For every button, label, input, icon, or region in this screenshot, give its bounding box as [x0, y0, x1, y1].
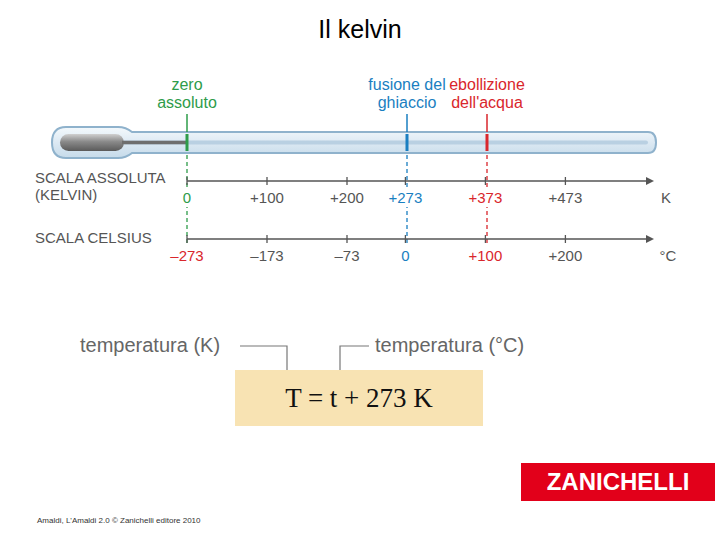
axis-arrowhead	[646, 235, 654, 243]
callout-label: ebollizione dell'acqua	[441, 76, 533, 111]
scale-value: +473	[546, 190, 584, 207]
scale-value: –73	[332, 248, 361, 265]
temperature-mark	[186, 134, 189, 151]
mercury-thread	[122, 141, 187, 145]
temperature-mark	[406, 134, 409, 151]
annotation: temperatura (°C)	[375, 334, 524, 356]
leader-line	[406, 114, 408, 132]
scale-value: 0	[181, 190, 193, 207]
source-caption: Amaldi, L'Amaldi 2.0 © Zanichelli editor…	[37, 517, 201, 526]
scale-title: SCALA CELSIUS	[35, 230, 183, 247]
leader-line	[486, 114, 488, 132]
scale-value: +200	[328, 190, 366, 207]
leader-line	[186, 114, 188, 132]
scale-value: +100	[466, 248, 504, 265]
scale-value: +373	[466, 190, 504, 207]
thermometer-glass	[52, 127, 656, 158]
annotation: temperatura (K)	[80, 334, 220, 356]
thermometer-bore	[124, 141, 646, 145]
scale-axis	[187, 238, 646, 239]
formula-box: T = t + 273 K	[235, 370, 483, 426]
unit-label: K	[661, 190, 671, 207]
unit-label: °C	[660, 248, 677, 265]
formula-text: T = t + 273 K	[285, 383, 433, 414]
callout-label: fusione del ghiaccio	[359, 76, 455, 111]
scale-axis	[187, 180, 646, 181]
axis-ticks	[187, 235, 565, 243]
axis-arrowhead	[646, 177, 654, 185]
slide-title: Il kelvin	[0, 16, 720, 44]
scale-value: +100	[248, 190, 286, 207]
callout-label: zero assoluto	[147, 76, 227, 111]
temperature-mark	[486, 134, 489, 151]
scale-value: –273	[168, 248, 205, 265]
mercury-bulb	[60, 134, 124, 151]
scale-value: +273	[386, 190, 424, 207]
scale-value: 0	[399, 248, 411, 265]
logo-text: ZANICHELLI	[547, 468, 690, 496]
scale-value: –173	[248, 248, 285, 265]
scale-value: +200	[546, 248, 584, 265]
publisher-logo: ZANICHELLI	[521, 463, 715, 501]
scale-title: SCALA ASSOLUTA (KELVIN)	[35, 170, 183, 203]
axis-ticks	[187, 177, 565, 185]
